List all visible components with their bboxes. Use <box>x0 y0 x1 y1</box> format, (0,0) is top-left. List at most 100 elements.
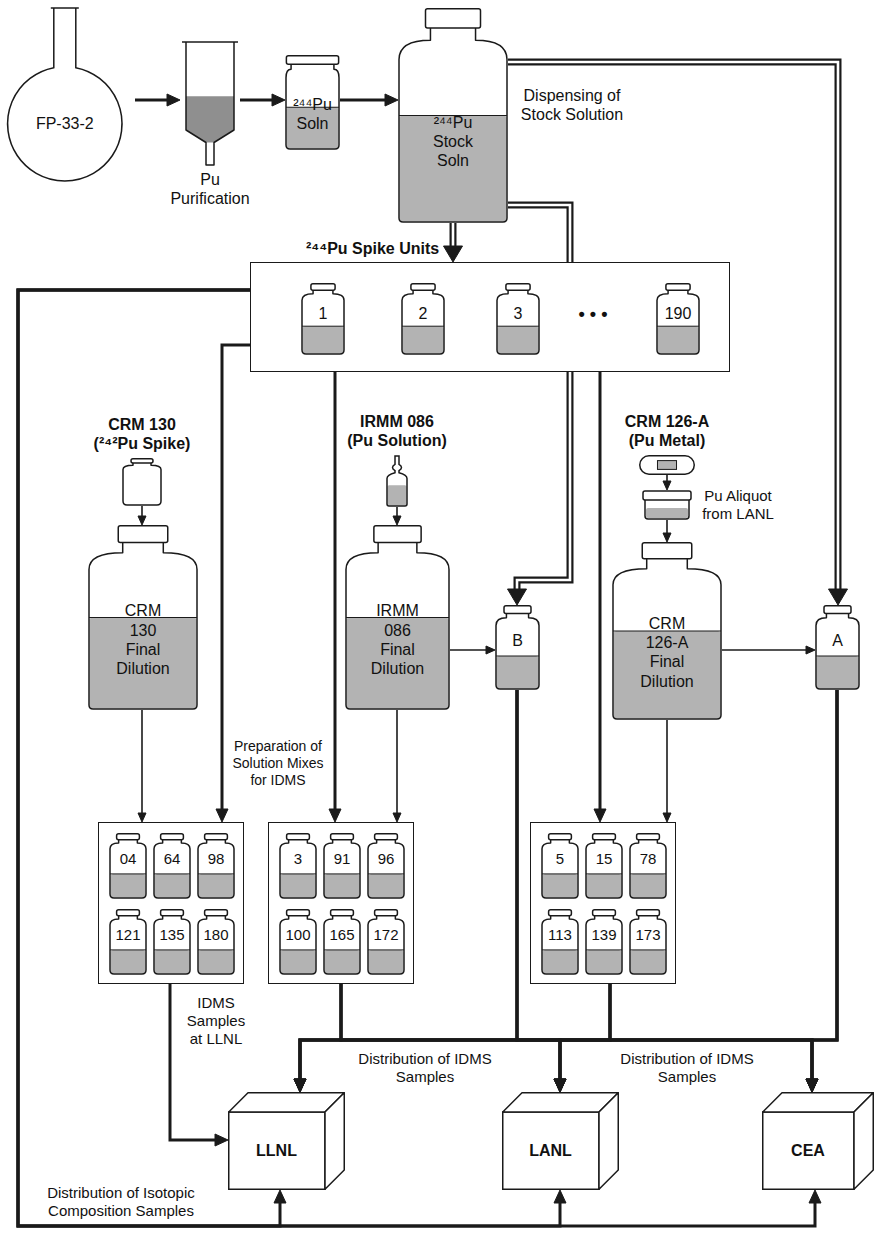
text-block: 180 <box>203 926 228 944</box>
arrowhead <box>806 1079 818 1092</box>
liquid <box>587 874 622 898</box>
bottle-outline <box>110 838 146 898</box>
text-block: CRM 130 (²⁴²Pu Spike) <box>92 415 192 453</box>
liquid <box>325 950 360 974</box>
liquid-level <box>280 873 316 874</box>
connector <box>722 646 815 654</box>
node-label: 1 <box>319 304 328 323</box>
connector <box>663 720 671 822</box>
shape-group <box>182 42 238 165</box>
flask-shape <box>5 5 135 185</box>
text-block: 139 <box>591 926 616 944</box>
mix-vial: 172 <box>367 909 405 975</box>
bottle-cap <box>824 606 851 614</box>
liquid-level <box>324 949 360 950</box>
heading: ²⁴⁴Pu Spike Units <box>306 239 439 258</box>
bottle-fill <box>542 914 578 974</box>
bottle-outline <box>368 914 404 974</box>
cube-front <box>229 1112 325 1189</box>
shape-group <box>643 491 691 519</box>
shape-group <box>286 56 339 149</box>
connector <box>340 94 398 106</box>
column-rim <box>182 41 238 43</box>
connector-line <box>722 649 807 651</box>
liquid <box>369 874 404 898</box>
text-block: 172 <box>373 926 398 944</box>
annotation: Dispensing of Stock Solution <box>516 86 628 124</box>
arrowhead <box>663 481 671 490</box>
liquid-level <box>657 326 699 327</box>
liquid-level <box>302 326 344 327</box>
flask-lip <box>51 7 79 9</box>
shape-group <box>657 284 699 354</box>
text-block: 165 <box>329 926 354 944</box>
node-label: 100 <box>285 926 310 944</box>
bottle-outline <box>816 612 859 689</box>
mix-vial: 78 <box>629 833 667 899</box>
arrowhead <box>393 813 401 822</box>
shape-group <box>302 284 344 354</box>
connector <box>138 710 146 822</box>
arrowhead <box>216 809 228 822</box>
shape-group <box>110 910 146 974</box>
shape-group <box>324 910 360 974</box>
liquid <box>498 326 539 353</box>
node-label: 3 <box>514 304 523 323</box>
connector <box>341 984 818 1092</box>
aliquot-container-shape <box>642 490 692 520</box>
spike-bottle: 190 <box>656 283 700 355</box>
shape-group <box>346 526 449 709</box>
bottle-cap <box>161 910 184 916</box>
resin <box>186 96 234 142</box>
annotation: Distribution of IDMS Samples <box>350 1050 500 1086</box>
liquid-level <box>368 873 404 874</box>
connector-line <box>450 223 457 247</box>
liquid-level <box>154 949 190 950</box>
text-block: 78 <box>640 850 657 868</box>
shape-group <box>503 1093 619 1190</box>
mix-vial: 96 <box>367 833 405 899</box>
heading: CRM 130 (²⁴²Pu Spike) <box>92 415 192 453</box>
arrowhead <box>294 1079 306 1092</box>
bottle-cap <box>286 56 338 65</box>
liquid <box>817 656 859 689</box>
bottle-fill <box>586 838 622 898</box>
bottle-cap <box>637 910 660 916</box>
arrowhead <box>486 646 495 654</box>
node-label: FP-33-2 <box>36 114 94 133</box>
node-label: ²⁴⁴Pu Stock Soln <box>433 113 473 171</box>
heading: CRM 126-A (Pu Metal) <box>623 412 711 450</box>
ampoule-shape <box>385 455 409 507</box>
node-label: 165 <box>329 926 354 944</box>
connector-line <box>812 690 837 1080</box>
flask: FP-33-2 <box>5 5 135 185</box>
bottle-fill <box>280 838 316 898</box>
cube-side <box>325 1093 344 1190</box>
shape-group <box>399 9 507 222</box>
connector <box>294 690 837 1092</box>
liquid <box>369 950 404 974</box>
liquid <box>631 950 666 974</box>
mix-vial: 98 <box>197 833 235 899</box>
text-block: CRM 130 Final Dilution <box>116 601 169 678</box>
bottle-outline <box>497 289 539 354</box>
arrowhead <box>272 94 285 106</box>
shape-group <box>586 910 622 974</box>
text-block: 15 <box>596 850 613 868</box>
shape-group <box>763 1093 874 1190</box>
node-label: LLNL <box>256 1141 297 1160</box>
bottle-cap <box>287 834 310 840</box>
bottle-fill <box>496 612 539 689</box>
spike-bottle: 2 <box>401 283 445 355</box>
ellipsis: • • • <box>560 304 626 326</box>
liquid <box>199 950 234 974</box>
sample-vial: A <box>815 605 860 690</box>
shape-group <box>497 284 539 354</box>
reference-bottle: CRM 130 (²⁴²Pu Spike) <box>122 458 162 506</box>
bottle-outline <box>542 838 578 898</box>
cube-front <box>503 1112 599 1189</box>
node-label: 173 <box>635 926 660 944</box>
liquid <box>658 326 699 353</box>
node-label: 113 <box>548 926 572 944</box>
arrowhead <box>385 94 398 106</box>
